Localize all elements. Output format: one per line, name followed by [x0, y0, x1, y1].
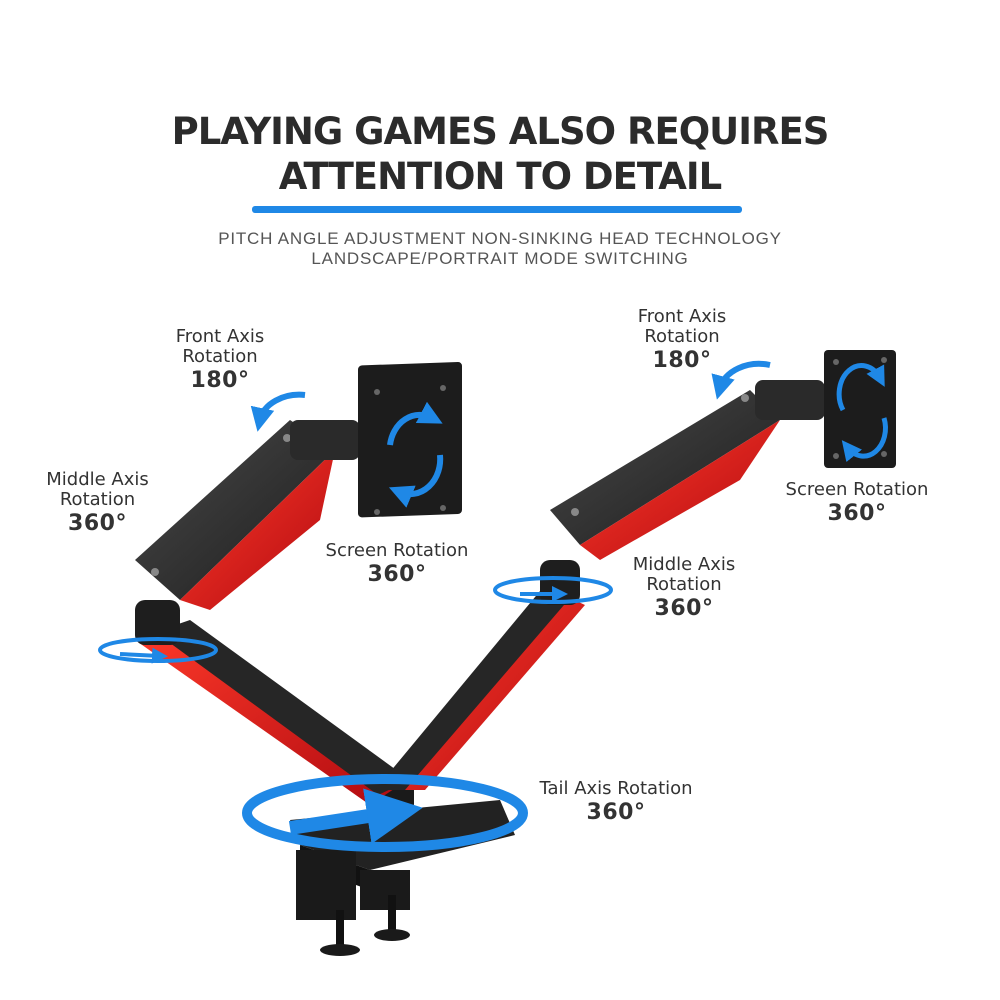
callout-label: Rotation — [182, 346, 258, 367]
callout-label: Rotation — [644, 326, 720, 347]
subtitle-line-1: PITCH ANGLE ADJUSTMENT NON-SINKING HEAD … — [218, 229, 782, 248]
right-screen-rotation-callout: Screen Rotation 360° — [774, 480, 940, 528]
left-front-axis-arrow — [250, 391, 306, 432]
callout-degrees: 360° — [827, 501, 887, 526]
left-front-axis-callout: Front Axis Rotation 180° — [160, 327, 280, 395]
callout-label: Rotation — [59, 489, 136, 510]
left-middle-axis-callout: Middle Axis Rotation 360° — [30, 470, 165, 538]
callout-label: Tail Axis Rotation — [539, 778, 693, 799]
callout-label: Screen Rotation — [325, 540, 469, 561]
callout-degrees: 360° — [68, 511, 127, 536]
right-front-axis-arrow — [711, 360, 771, 400]
callout-label: Middle Axis — [46, 469, 149, 490]
left-screen-rotation-callout: Screen Rotation 360° — [314, 541, 480, 589]
callout-label: Front Axis — [637, 306, 727, 327]
callout-degrees: 360° — [586, 800, 646, 825]
right-lower-arm — [375, 560, 585, 790]
tail-axis-ring — [242, 774, 528, 852]
callout-label: Rotation — [646, 574, 722, 595]
tail-axis-callout: Tail Axis Rotation 360° — [528, 779, 704, 827]
right-middle-axis-callout: Middle Axis Rotation 360° — [622, 555, 746, 623]
right-upper-arm — [550, 380, 825, 560]
callout-label: Screen Rotation — [785, 479, 929, 500]
desk-clamp — [290, 780, 515, 956]
callout-label: Middle Axis — [632, 554, 736, 575]
headline-line-2: ATTENTION TO DETAIL — [278, 155, 723, 198]
callout-degrees: 180° — [190, 368, 250, 393]
subtitle-line-2: LANDSCAPE/PORTRAIT MODE SWITCHING — [311, 249, 689, 268]
callout-degrees: 360° — [654, 596, 714, 621]
left-middle-axis-ring — [98, 637, 218, 664]
callout-degrees: 180° — [652, 348, 712, 373]
right-vesa-plate — [824, 350, 896, 468]
accent-rule — [252, 206, 742, 213]
left-upper-arm — [135, 420, 360, 610]
right-front-axis-callout: Front Axis Rotation 180° — [622, 307, 742, 375]
right-middle-axis-ring — [493, 576, 613, 604]
headline-line-1: PLAYING GAMES ALSO REQUIRES — [171, 110, 830, 153]
callout-degrees: 360° — [367, 562, 427, 587]
left-lower-arm — [135, 600, 410, 805]
callout-label: Front Axis — [175, 326, 265, 347]
left-vesa-plate — [358, 362, 462, 518]
